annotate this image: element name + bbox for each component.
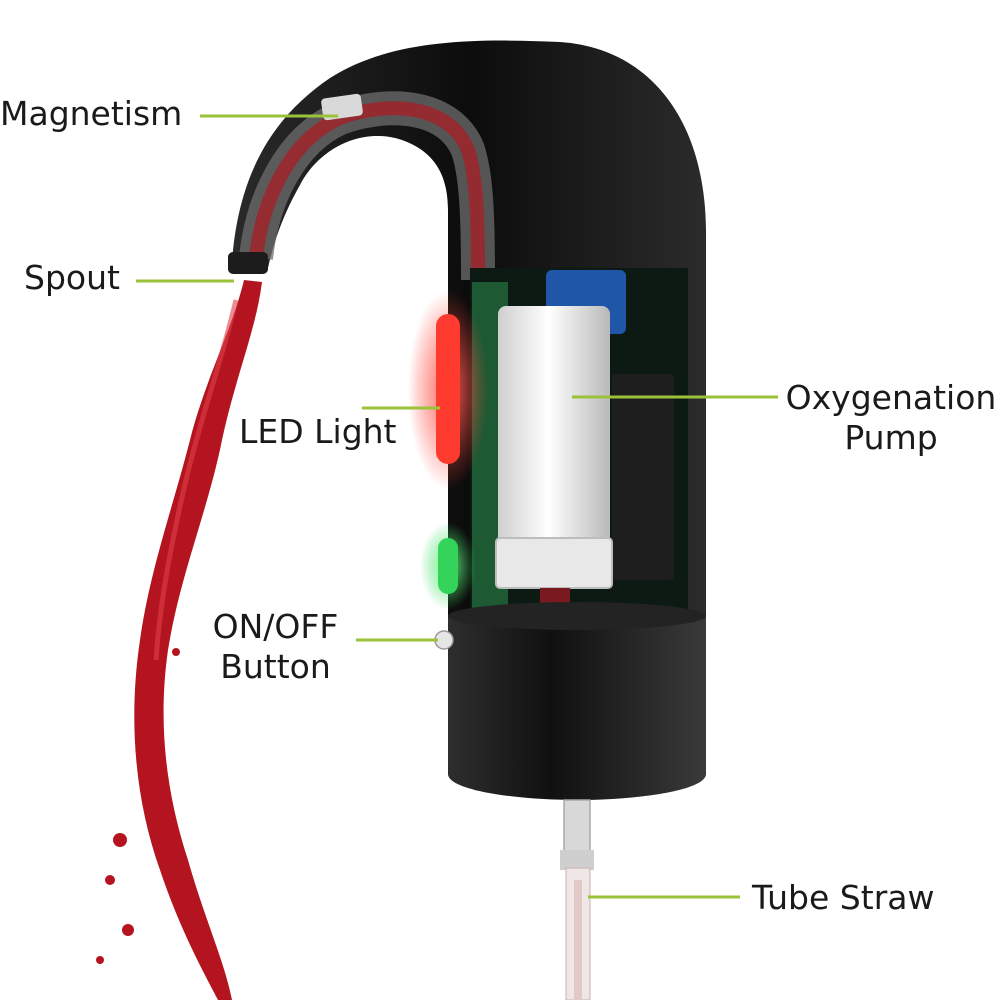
label-oxygenation-line1: Oxygenation	[785, 378, 997, 417]
aerator-base	[448, 602, 706, 800]
magnet-band	[321, 93, 363, 121]
inner-tube	[239, 91, 495, 281]
leader-lines	[136, 114, 778, 899]
label-on-off-line2: Button	[220, 646, 331, 686]
label-oxygenation-line2: Pump	[844, 417, 938, 457]
oxygenation-pump	[498, 306, 610, 588]
spout-tip	[228, 252, 268, 274]
cutaway-interior	[470, 268, 688, 618]
label-magnetism: Magnetism	[0, 94, 183, 133]
label-spout: Spout	[24, 258, 120, 297]
led-light	[408, 290, 488, 610]
label-on-off-line1: ON/OFF	[212, 607, 339, 646]
label-on-off-button: ON/OFF Button	[203, 607, 348, 686]
label-oxygenation-pump: Oxygenation Pump	[782, 378, 1000, 457]
tube-straw	[560, 799, 594, 1000]
label-led-light: LED Light	[239, 412, 397, 451]
label-tube-straw: Tube Straw	[752, 878, 935, 917]
wine-stream	[96, 280, 262, 1000]
